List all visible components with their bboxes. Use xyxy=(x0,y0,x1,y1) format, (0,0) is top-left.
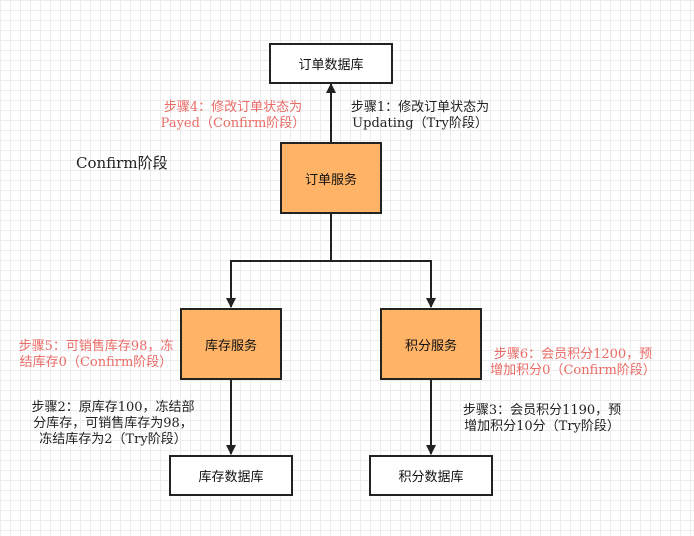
step6-note: 步骤6：会员积分1200，预 增加积分0（Confirm阶段） xyxy=(490,347,656,379)
step5-line-2: 结库存0（Confirm阶段） xyxy=(19,355,173,370)
step1-note: 步骤1：修改订单状态为 Updating（Try阶段） xyxy=(345,100,495,132)
edge-order-service-to-points-service xyxy=(331,260,436,308)
step6-line-1: 步骤6：会员积分1200，预 xyxy=(493,347,653,362)
phase-label: Confirm阶段 xyxy=(76,154,168,172)
edge-order-service-to-inventory-service xyxy=(226,214,332,308)
points-db-label: 积分数据库 xyxy=(398,470,464,485)
points-service-label: 积分服务 xyxy=(404,338,457,354)
inventory-db-label: 库存数据库 xyxy=(198,470,264,485)
step4-line-1: 步骤4：修改订单状态为 xyxy=(163,100,303,115)
step2-note: 步骤2：原库存100，冻结部 分库存，可销售库存为98， 冻结库存为2（Try阶… xyxy=(30,400,196,448)
step3-note: 步骤3：会员积分1190，预 增加积分10分（Try阶段） xyxy=(462,403,622,435)
order-service-label: 订单服务 xyxy=(304,172,357,188)
order-service-node[interactable]: 订单服务 xyxy=(280,142,382,214)
step2-line-3: 冻结库存为2（Try阶段） xyxy=(39,432,187,447)
step5-line-1: 步骤5：可销售库存98，冻 xyxy=(18,339,174,354)
points-service-node[interactable]: 积分服务 xyxy=(380,308,482,380)
step2-line-2: 分库存，可销售库存为98， xyxy=(33,416,193,431)
step1-line-2: Updating（Try阶段） xyxy=(352,116,488,131)
step4-note: 步骤4：修改订单状态为 Payed（Confirm阶段） xyxy=(160,100,306,132)
step3-line-1: 步骤3：会员积分1190，预 xyxy=(462,403,622,418)
step4-line-2: Payed（Confirm阶段） xyxy=(160,116,306,131)
inventory-service-node[interactable]: 库存服务 xyxy=(180,308,282,380)
inventory-db-node[interactable]: 库存数据库 xyxy=(169,455,293,496)
step5-note: 步骤5：可销售库存98，冻 结库存0（Confirm阶段） xyxy=(16,339,176,371)
order-db-label: 订单数据库 xyxy=(298,58,364,73)
step6-line-2: 增加积分0（Confirm阶段） xyxy=(490,363,656,378)
points-db-node[interactable]: 积分数据库 xyxy=(369,455,493,496)
step2-line-1: 步骤2：原库存100，冻结部 xyxy=(31,400,195,415)
step3-line-2: 增加积分10分（Try阶段） xyxy=(464,419,620,434)
inventory-service-label: 库存服务 xyxy=(204,338,257,354)
order-db-node[interactable]: 订单数据库 xyxy=(269,43,393,84)
step1-line-1: 步骤1：修改订单状态为 xyxy=(350,100,490,115)
